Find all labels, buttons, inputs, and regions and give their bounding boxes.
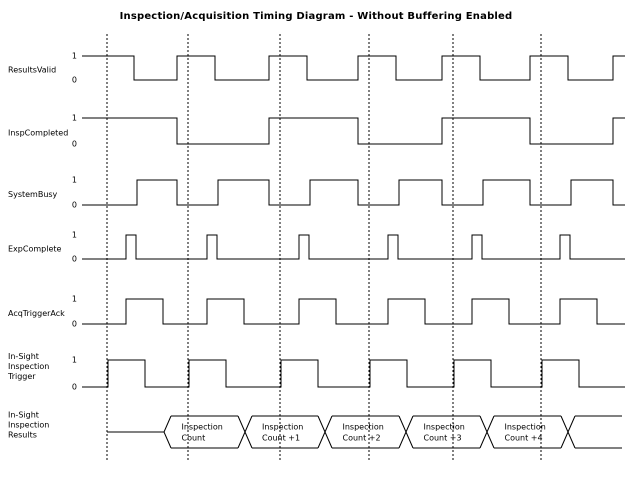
signal-label: InspCompleted — [8, 129, 68, 138]
level-label-low: 0 — [72, 320, 77, 329]
level-label-high: 1 — [72, 231, 77, 240]
diagram-content: ResultsValid10InspCompleted10SystemBusy1… — [7, 34, 625, 460]
signal-row-inspcompleted: InspCompleted 1 0 — [8, 114, 625, 149]
diagram-title: Inspection/Acquisition Timing Diagram - … — [120, 11, 513, 22]
signal-row-systembusy: SystemBusy 1 0 — [8, 176, 625, 210]
waveform-inspcompleted — [82, 117, 625, 145]
signal-label: In-Sight — [8, 352, 39, 361]
signal-label: In-Sight — [8, 411, 39, 420]
level-label-high: 1 — [72, 176, 77, 185]
bus-value-label: Inspection — [343, 423, 384, 432]
bus-value-label: Count +2 — [343, 434, 381, 443]
waveform-expcomplete — [82, 234, 625, 260]
level-label-high: 1 — [72, 114, 77, 123]
level-label-low: 0 — [72, 383, 77, 392]
signal-row-expcomplete: ExpComplete 1 0 — [8, 231, 625, 264]
bus-value-label: Count — [182, 434, 206, 443]
level-label-high: 1 — [72, 295, 77, 304]
signal-label: ResultsValid — [8, 66, 56, 75]
bus-value-label: Inspection — [424, 423, 465, 432]
signal-row-resultsvalid: ResultsValid 1 0 — [8, 52, 625, 85]
bus-value-label: Inspection — [182, 423, 223, 432]
waveform-in-sight-inspection-trigger — [82, 359, 625, 388]
bus-value-label: Count +4 — [505, 434, 543, 443]
bus-transition-x — [479, 415, 495, 449]
bus-value-label: Count +3 — [424, 434, 462, 443]
signal-row-in-sight-inspection-results: In-SightInspectionResultsInspectionCount… — [8, 411, 622, 449]
signal-label: Inspection — [8, 421, 49, 430]
signal-row-acqtriggerack: AcqTriggerAck 1 0 — [8, 295, 625, 329]
level-label-low: 0 — [72, 201, 77, 210]
waveform-acqtriggerack — [82, 298, 625, 325]
signal-label: SystemBusy — [8, 190, 58, 199]
level-label-high: 1 — [72, 52, 77, 61]
bus-value-label: Inspection — [262, 423, 303, 432]
level-label-high: 1 — [72, 356, 77, 365]
bus-open-bevel — [163, 415, 172, 449]
bus-value-label: Inspection — [505, 423, 546, 432]
bus-transition-x — [560, 415, 576, 449]
waveform-resultsvalid — [82, 55, 625, 81]
bus-transition-x — [237, 415, 253, 449]
bus-value-label: Count +1 — [262, 434, 300, 443]
waveform-systembusy — [82, 179, 625, 206]
signal-label: Inspection — [8, 362, 49, 371]
bus-transition-x — [398, 415, 414, 449]
level-label-low: 0 — [72, 76, 77, 85]
level-label-low: 0 — [72, 255, 77, 264]
signal-label: AcqTriggerAck — [8, 309, 65, 318]
level-label-low: 0 — [72, 140, 77, 149]
bus-transition-x — [317, 415, 333, 449]
signal-label: ExpComplete — [8, 245, 62, 254]
signal-label: Results — [8, 431, 37, 440]
signal-label: Trigger — [7, 372, 36, 381]
